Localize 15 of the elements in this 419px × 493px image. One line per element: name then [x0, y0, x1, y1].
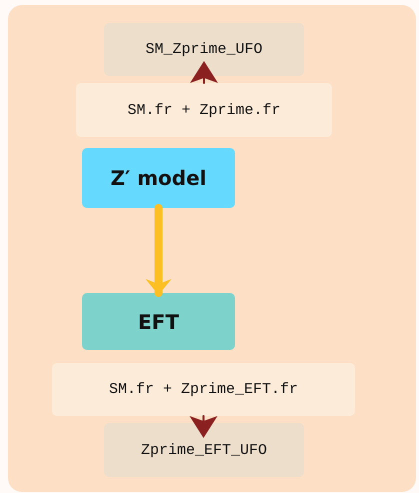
input-files-box	[52, 363, 355, 416]
input-files-box	[76, 83, 332, 137]
arrow	[190, 415, 218, 438]
arrow	[146, 204, 172, 297]
box-label: SM.fr + Zprime_EFT.fr	[108, 381, 298, 398]
box-label: EFT	[138, 310, 179, 334]
output-box	[104, 423, 304, 477]
box-label: SM.fr + Zprime.fr	[127, 102, 281, 118]
box-label: SM_Zprime_UFO	[145, 41, 263, 58]
output-box	[104, 23, 304, 76]
model-box	[82, 148, 235, 208]
box-label: Zprime_EFT_UFO	[140, 442, 268, 458]
model-box	[82, 293, 235, 350]
arrow	[190, 61, 218, 84]
box-label: Z′ model	[110, 166, 207, 190]
